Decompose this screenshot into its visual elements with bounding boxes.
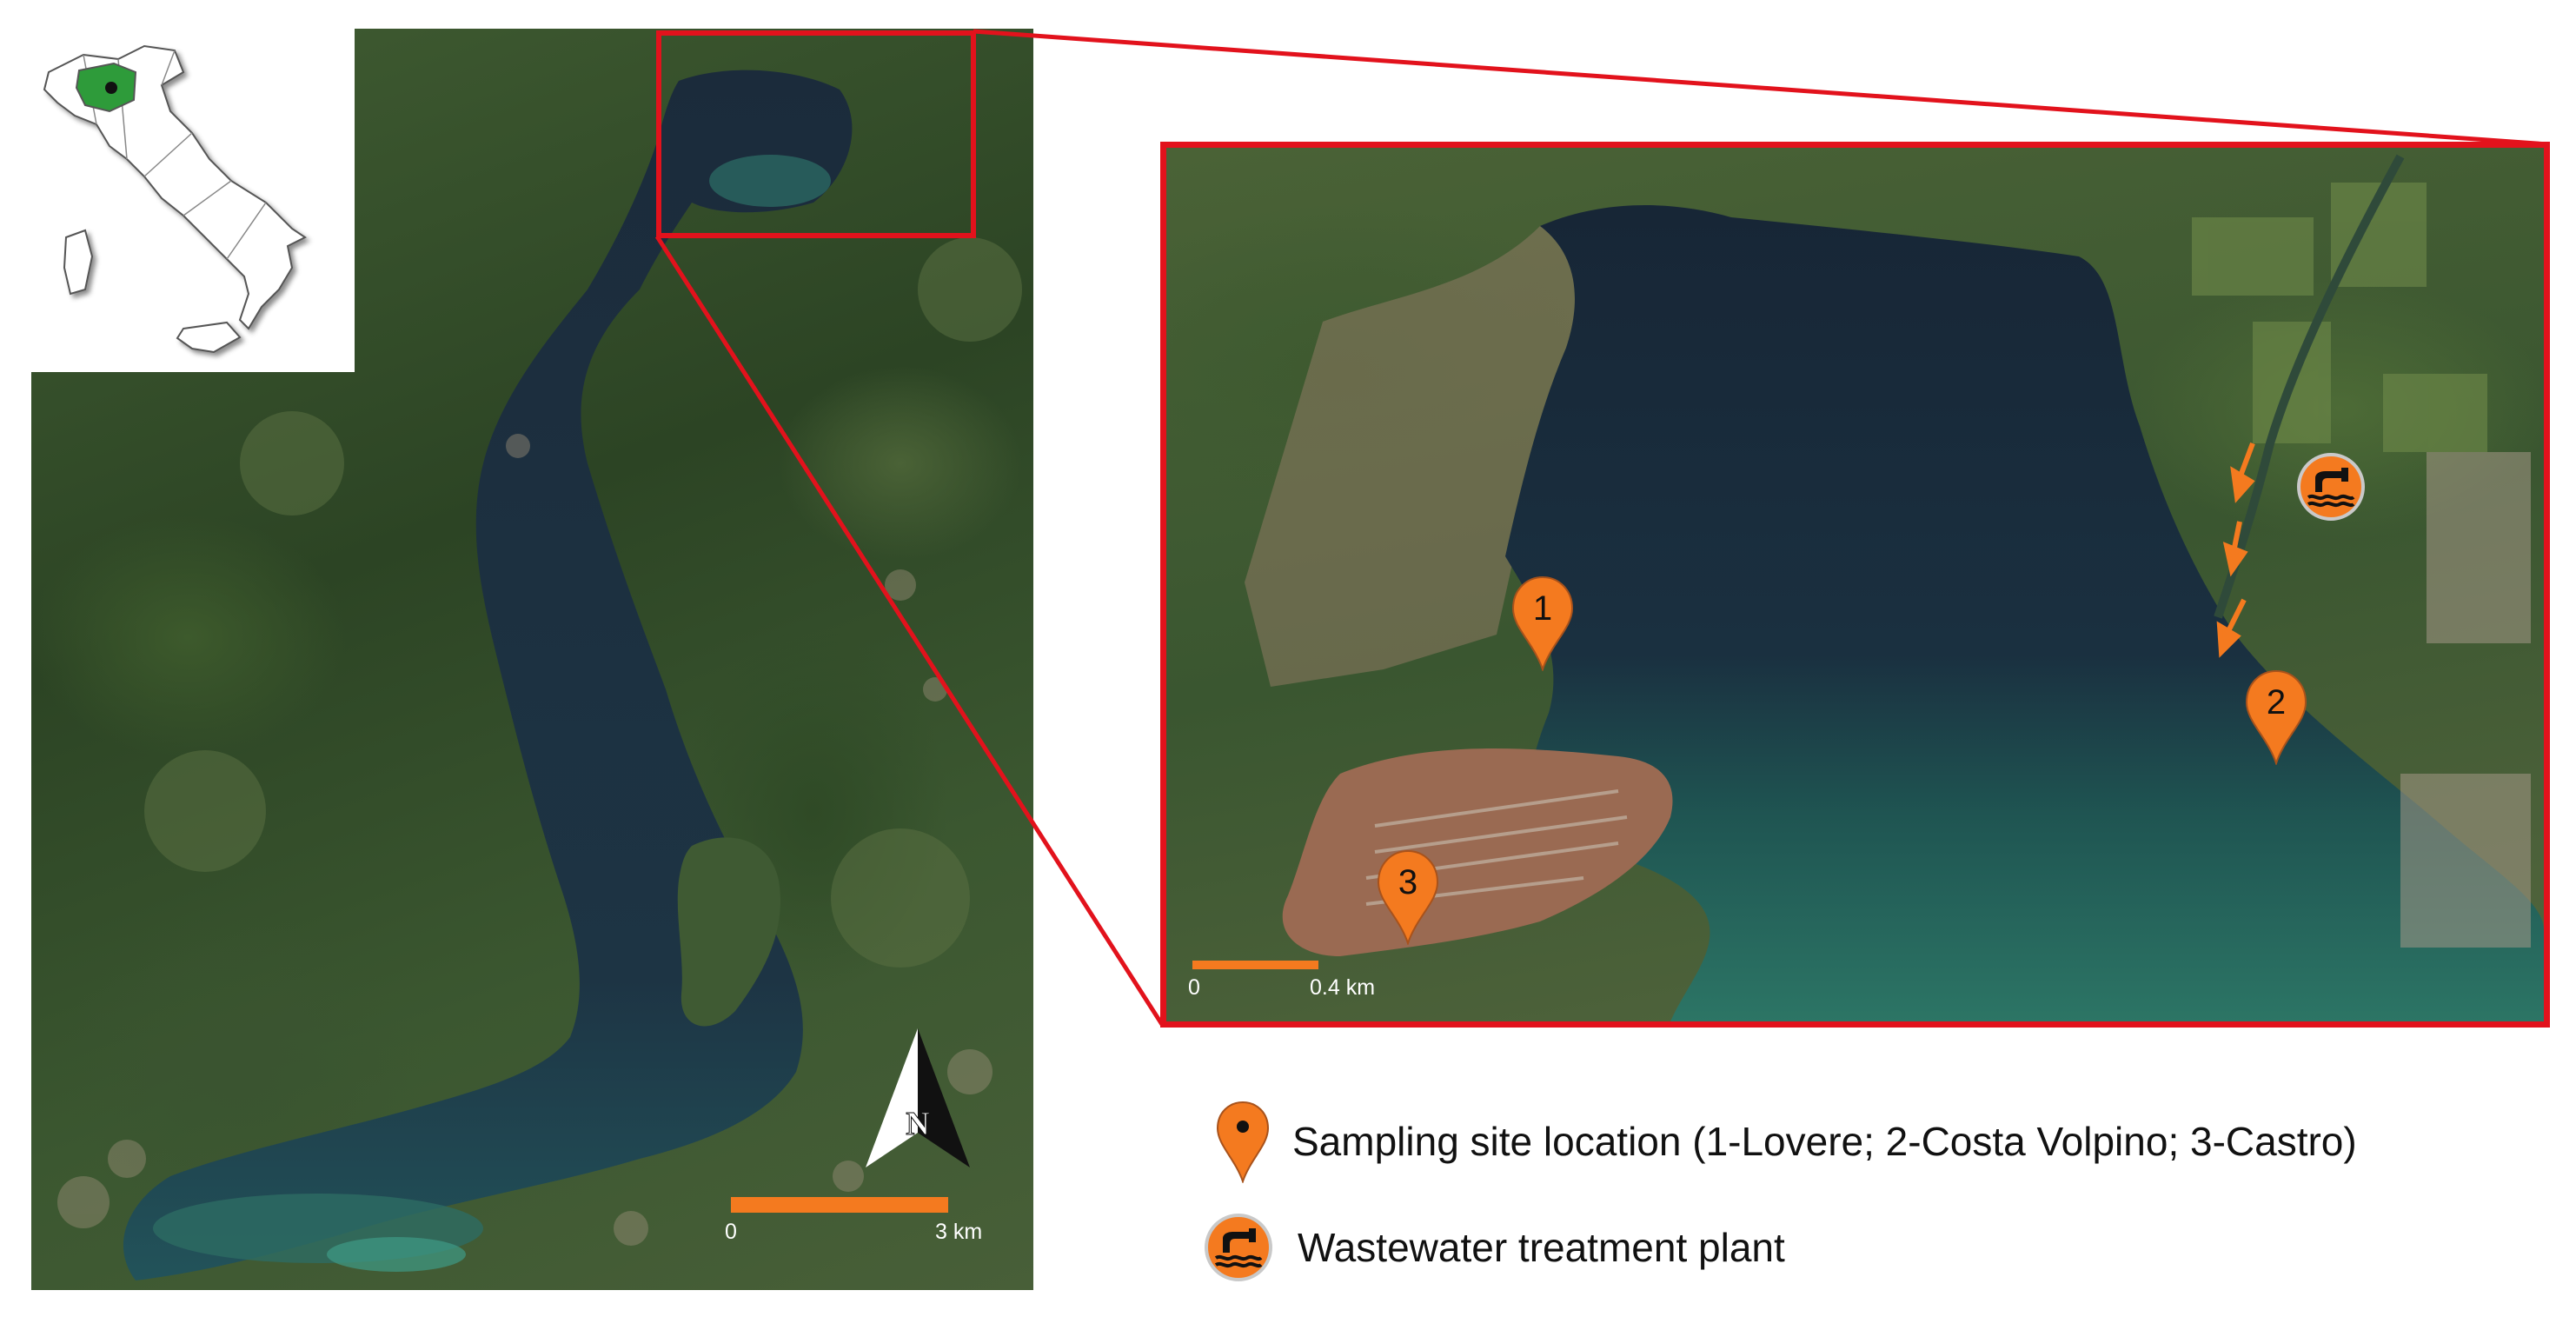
site-marker-3-label: 3 [1398, 863, 1417, 901]
zoom-area-highlight [656, 30, 976, 238]
legend-sampling-site: Sampling site location (1-Lovere; 2-Cost… [1212, 1100, 2357, 1183]
wastewater-plant-icon [2307, 468, 2355, 508]
italy-inset-map [31, 29, 355, 372]
site-marker-1[interactable]: 1 [1508, 574, 1577, 671]
overview-scale-end: 3 km [935, 1220, 983, 1244]
zoom-scale-bar [1192, 961, 1318, 969]
north-label: N [906, 1106, 929, 1142]
site-marker-2-label: 2 [2267, 683, 2286, 722]
zoom-scale-end: 0.4 km [1310, 975, 1376, 1000]
overview-scale-start: 0 [725, 1220, 737, 1244]
italy-outline-icon [43, 44, 307, 354]
zoom-lake-shape [1192, 154, 2544, 1021]
lake-shape [57, 70, 1022, 1281]
map-pin-icon [1216, 1101, 1270, 1183]
site-marker-1-label: 1 [1533, 589, 1552, 628]
north-arrow-icon: N [866, 1028, 970, 1167]
wastewater-plant-marker[interactable] [2296, 452, 2366, 522]
zoom-scale-start: 0 [1188, 975, 1200, 1000]
overview-scale-bar [731, 1197, 948, 1213]
legend-sampling-site-text: Sampling site location (1-Lovere; 2-Cost… [1292, 1119, 2357, 1164]
overview-satellite-map[interactable]: N 0 3 km [31, 29, 1033, 1290]
site-marker-3[interactable]: 3 [1373, 848, 1443, 945]
wastewater-plant-icon [1205, 1214, 1272, 1281]
zoomed-satellite-map[interactable]: 0 0.4 km 1 2 3 [1160, 142, 2550, 1028]
legend-wastewater-plant-text: Wastewater treatment plant [1298, 1225, 1785, 1270]
site-marker-2[interactable]: 2 [2241, 668, 2311, 765]
legend-wastewater-plant: Wastewater treatment plant [1204, 1213, 1785, 1282]
